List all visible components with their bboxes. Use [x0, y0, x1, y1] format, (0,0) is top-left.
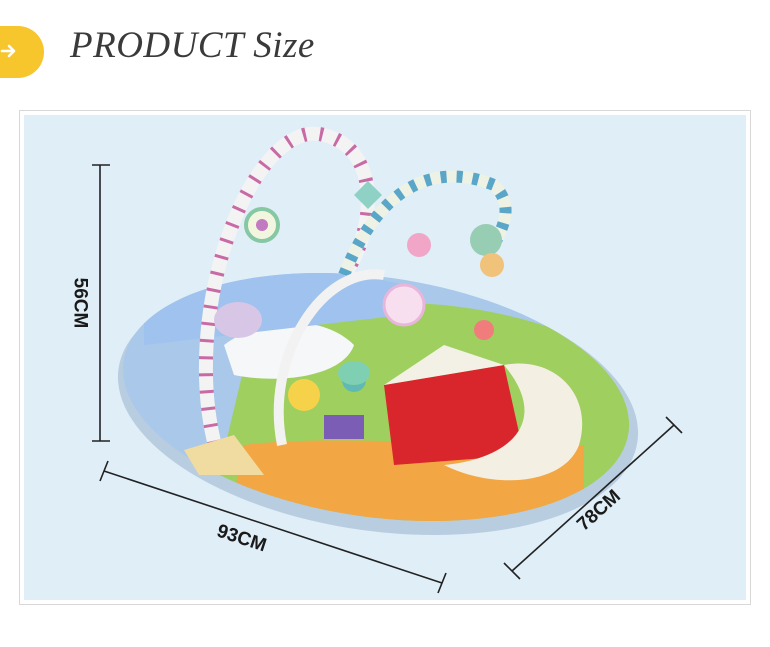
arrow-right-icon [0, 44, 16, 58]
dimension-lines [92, 164, 683, 594]
product-photo-frame [19, 110, 751, 605]
header-badge [0, 26, 44, 78]
page-title: PRODUCT Size [70, 25, 315, 66]
height-dimension-label: 56CM [69, 277, 91, 329]
play-mat-illustration [117, 126, 644, 545]
product-photo [24, 115, 746, 600]
